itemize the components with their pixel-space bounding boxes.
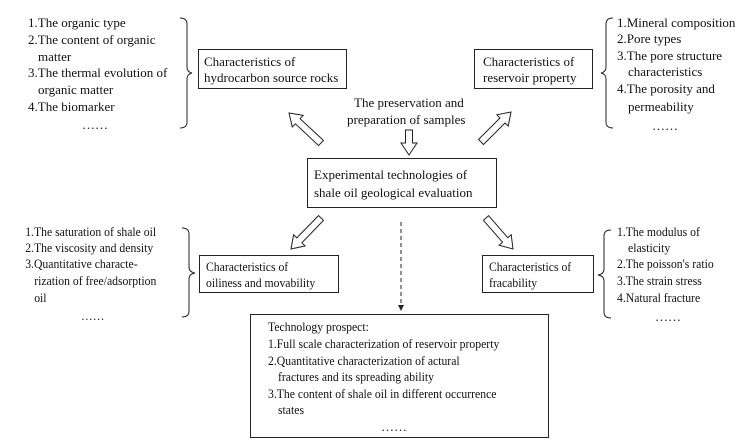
list-item: states: [278, 402, 305, 417]
list-item: elasticity: [628, 240, 671, 255]
fracability-box: Characteristics of fracability: [482, 255, 594, 293]
arrow-to-reservoir-icon: [477, 111, 512, 146]
arrow-to-fracability-icon: [482, 214, 514, 250]
prospect-box: Technology prospect: 1.Full scale charac…: [250, 314, 549, 438]
list-item: 1.Mineral composition: [617, 15, 736, 30]
list-item: ……: [81, 308, 105, 323]
list-item: ……: [652, 118, 678, 133]
box-title: hydrocarbon source rocks: [204, 70, 339, 85]
list-item: 3.The strain stress: [617, 273, 702, 288]
list-item: 1.The organic type: [28, 15, 126, 30]
list-item: ……: [82, 117, 108, 132]
prospect-title: Technology prospect:: [268, 319, 369, 334]
source-rocks-box: Characteristics of hydrocarbon source ro…: [198, 49, 347, 89]
list-item: 3.The thermal evolution of: [28, 65, 168, 80]
brace-source-rocks: [179, 17, 193, 129]
list-item: permeability: [628, 99, 694, 114]
preservation-label: preparation of samples: [347, 112, 466, 127]
brace-fracability: [597, 229, 612, 319]
box-title: Characteristics of: [483, 54, 575, 69]
list-item: ……: [381, 419, 407, 434]
list-item: fractures and its spreading ability: [278, 369, 434, 384]
list-item: 3.The content of shale oil in different …: [268, 386, 497, 401]
list-item: 4.The biomarker: [28, 99, 115, 114]
list-item: oil: [34, 290, 47, 305]
box-title: oiliness and movability: [206, 275, 316, 290]
list-item: 2.The viscosity and density: [25, 240, 154, 255]
dashed-arrowhead: [398, 305, 404, 311]
center-title: Experimental technologies of: [314, 167, 468, 182]
list-item: 1.Full scale characterization of reservo…: [268, 336, 500, 351]
list-item: 1.The saturation of shale oil: [25, 224, 157, 239]
list-item: characteristics: [628, 64, 703, 79]
oiliness-box: Characteristics of oiliness and movabili…: [199, 255, 339, 293]
list-item: 2.The poisson's ratio: [617, 256, 714, 271]
list-item: 4.The porosity and: [617, 81, 715, 96]
list-item: ……: [655, 309, 681, 324]
box-title: reservoir property: [483, 70, 577, 85]
box-title: Characteristics of: [204, 54, 296, 69]
reservoir-box: Characteristics of reservoir property: [474, 49, 593, 89]
arrow-to-oiliness-icon: [290, 214, 325, 250]
list-item: 3.The pore structure: [617, 48, 723, 63]
preservation-label: The preservation and: [354, 95, 464, 110]
brace-reservoir: [600, 17, 614, 129]
list-item: 3.Quantitative characte-: [25, 256, 138, 271]
list-item: 2.The content of organic: [28, 32, 156, 47]
brace-oiliness: [181, 227, 196, 318]
arrow-preservation-down-icon: [400, 129, 418, 156]
center-title: shale oil geological evaluation: [314, 185, 473, 200]
list-item: rization of free/adsorption: [34, 273, 157, 288]
list-item: 4.Natural fracture: [617, 290, 701, 305]
arrow-to-source-rocks-icon: [288, 112, 325, 147]
list-item: 2.Quantitative characterization of actur…: [268, 353, 460, 368]
box-title: Characteristics of: [489, 259, 572, 274]
box-title: Characteristics of: [206, 259, 289, 274]
list-item: organic matter: [38, 82, 114, 97]
center-box: Experimental technologies of shale oil g…: [307, 158, 497, 208]
list-item: 1.The modulus of: [617, 224, 700, 239]
list-item: 2.Pore types: [617, 31, 682, 46]
box-title: fracability: [489, 275, 538, 290]
list-item: matter: [38, 49, 72, 64]
